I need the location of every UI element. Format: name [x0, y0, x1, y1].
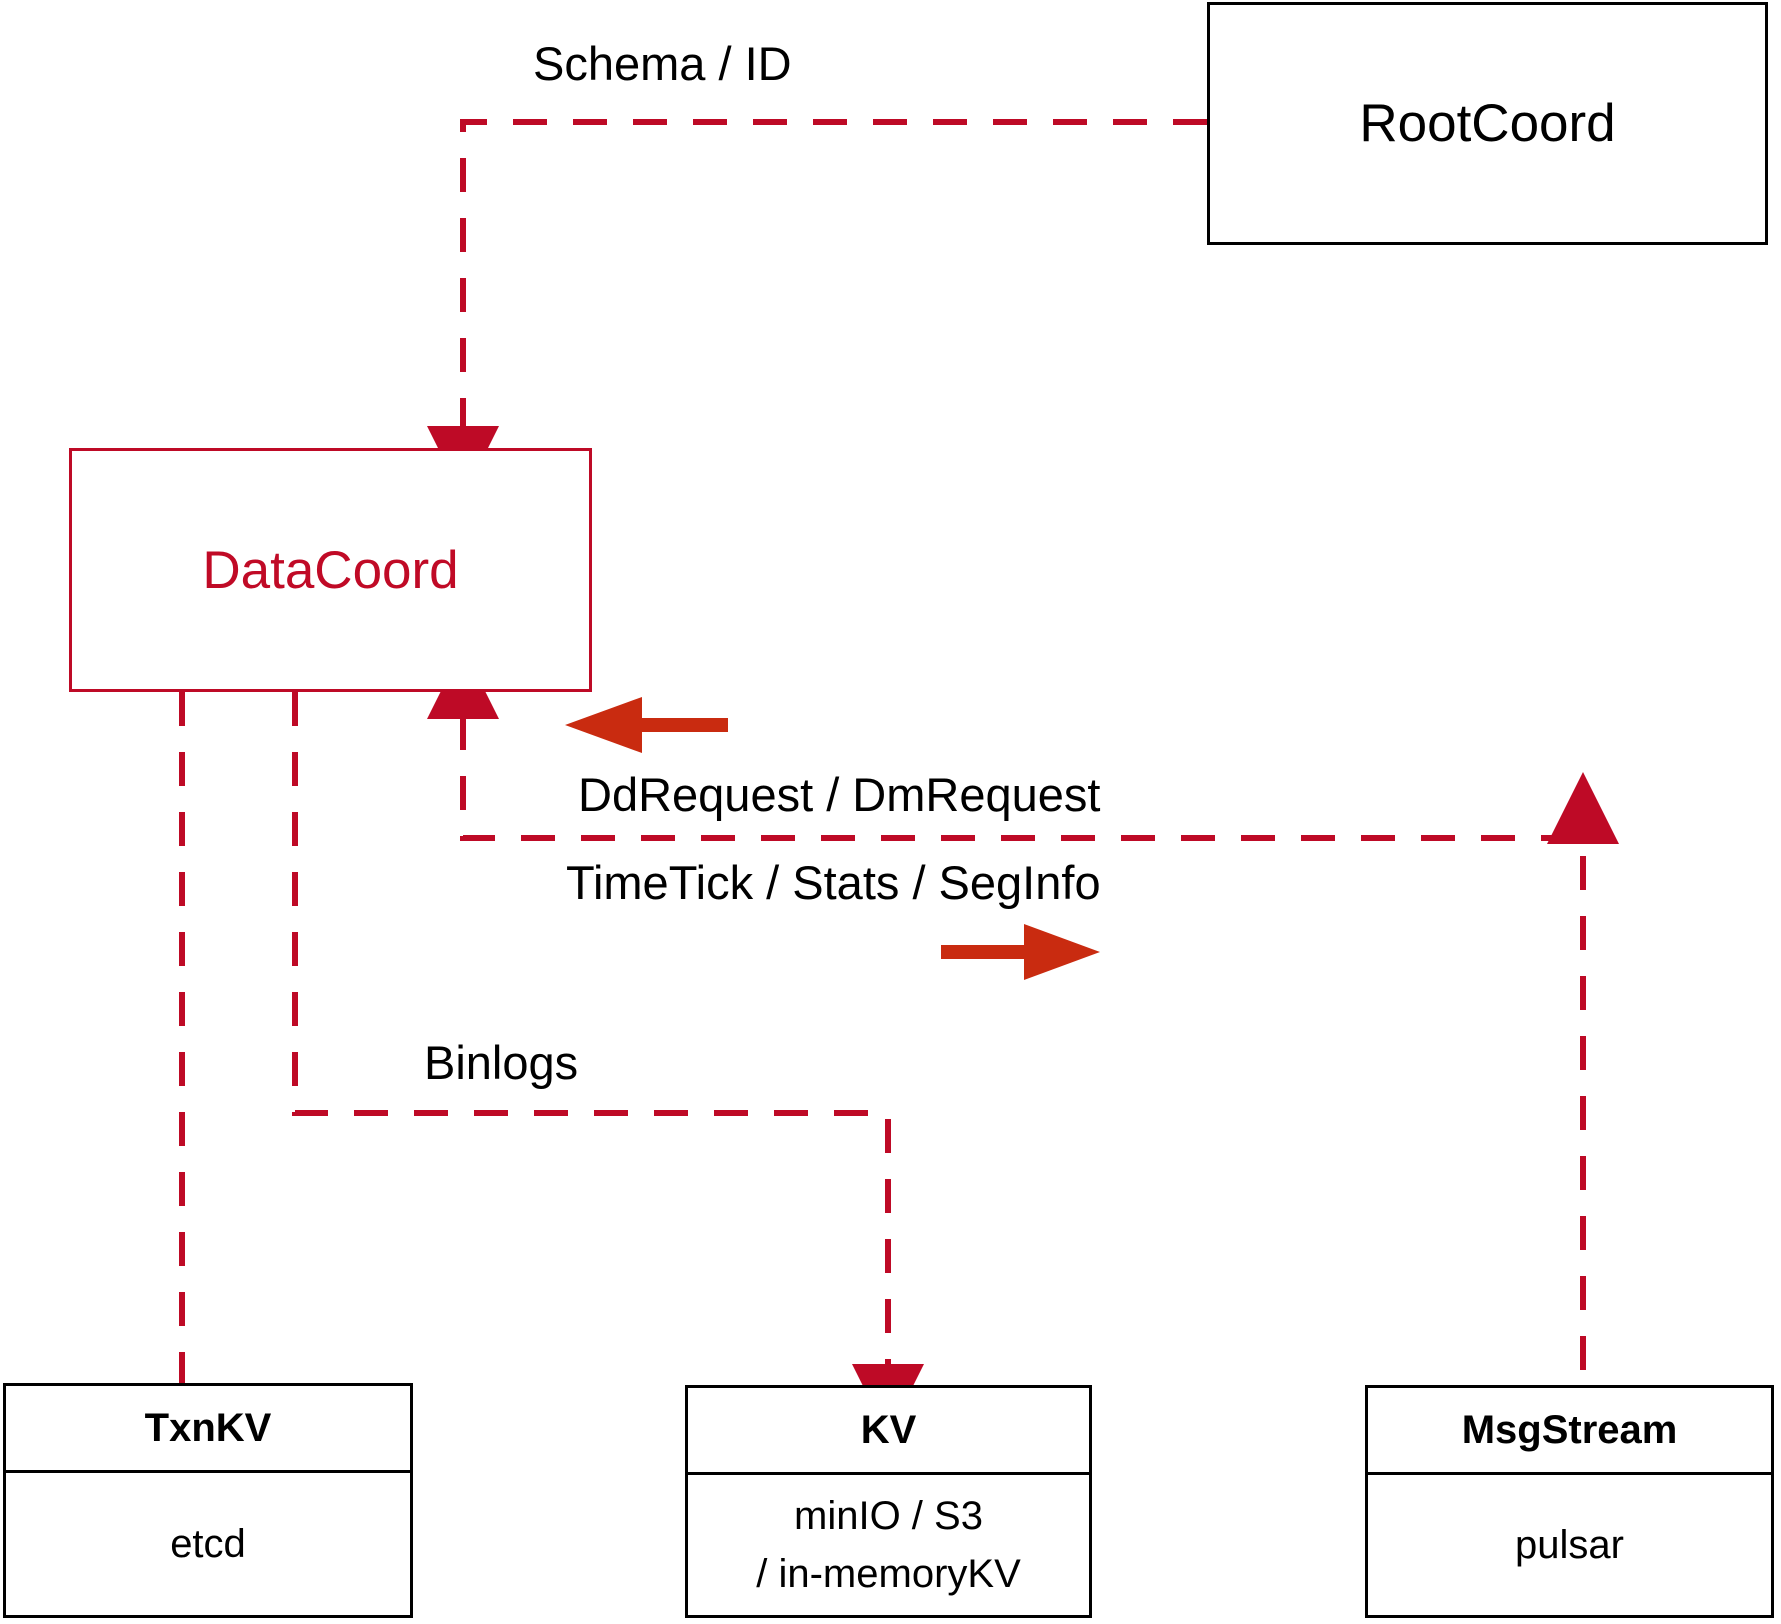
- node-msgstream-body: pulsar: [1368, 1475, 1771, 1615]
- node-txnkv-body-line-1: etcd: [170, 1522, 246, 1566]
- node-msgstream-title: MsgStream: [1368, 1388, 1771, 1475]
- node-kv-title: KV: [688, 1388, 1089, 1475]
- arrow-consume-left: [565, 697, 728, 753]
- node-txnkv[interactable]: TxnKV etcd: [3, 1383, 413, 1618]
- edge-label-binlogs: Binlogs: [424, 1036, 579, 1089]
- node-msgstream-body-line-1: pulsar: [1515, 1523, 1624, 1567]
- edge-binlogs: [292, 692, 924, 1436]
- edge-schema-id: [427, 119, 1207, 498]
- node-kv-body-line-1: minIO / S3: [794, 1494, 983, 1538]
- edge-msgstream-datacoord: [427, 647, 1619, 1370]
- node-kv-body-line-2: / in-memoryKV: [756, 1552, 1021, 1596]
- node-datacoord-label: DataCoord: [202, 540, 459, 600]
- node-kv[interactable]: KV minIO / S3 / in-memoryKV: [685, 1385, 1092, 1618]
- node-kv-body: minIO / S3 / in-memoryKV: [688, 1475, 1089, 1615]
- edge-label-schema-id: Schema / ID: [533, 37, 792, 90]
- node-txnkv-body: etcd: [6, 1473, 410, 1615]
- node-rootcoord[interactable]: RootCoord: [1207, 2, 1768, 245]
- arrow-produce-right: [941, 924, 1100, 980]
- node-msgstream[interactable]: MsgStream pulsar: [1365, 1385, 1774, 1618]
- edge-label-timetick-stats-seginfo: TimeTick / Stats / SegInfo: [566, 856, 1101, 909]
- edge-label-dd-dm-request: DdRequest / DmRequest: [578, 768, 1101, 821]
- node-txnkv-title: TxnKV: [6, 1386, 410, 1473]
- node-rootcoord-label: RootCoord: [1359, 94, 1616, 153]
- node-datacoord[interactable]: DataCoord: [69, 448, 592, 692]
